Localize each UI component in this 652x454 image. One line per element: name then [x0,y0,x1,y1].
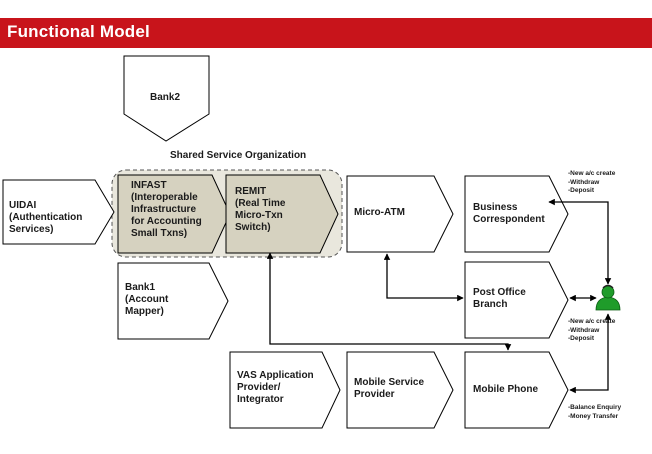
user-icon [595,284,621,311]
uidai-shape [2,179,115,245]
mobile-services-list: -Balance Enquiry-Money Transfer [568,404,622,420]
remit-mobile-phone-connector [266,252,512,351]
micro-atm-label: Micro-ATM [354,207,405,218]
bc-customer-connector [548,198,612,285]
vas-provider-shape [229,351,341,429]
bank1-shape [117,262,229,340]
mobile-phone-label: Mobile Phone [473,384,538,395]
bank2-shape [123,55,210,142]
bc-services-list: -New a/c create-Withdraw-Deposit [568,170,616,194]
infast-shape [117,174,231,254]
remit-shape [225,174,339,254]
po-services-list: -New a/c create-Withdraw-Deposit [568,318,616,342]
microatm-postoffice-connector [383,253,464,302]
micro-atm-shape [346,175,454,253]
bank2-label: Bank2 [150,92,181,103]
header-banner: Functional Model [0,18,652,48]
shared-service-org-label: Shared Service Organization [170,150,307,161]
mobile-phone-shape [464,351,569,429]
mobile-customer-connector [569,313,612,394]
mobile-service-provider-shape [346,351,454,429]
page-title: Functional Model [7,22,150,41]
